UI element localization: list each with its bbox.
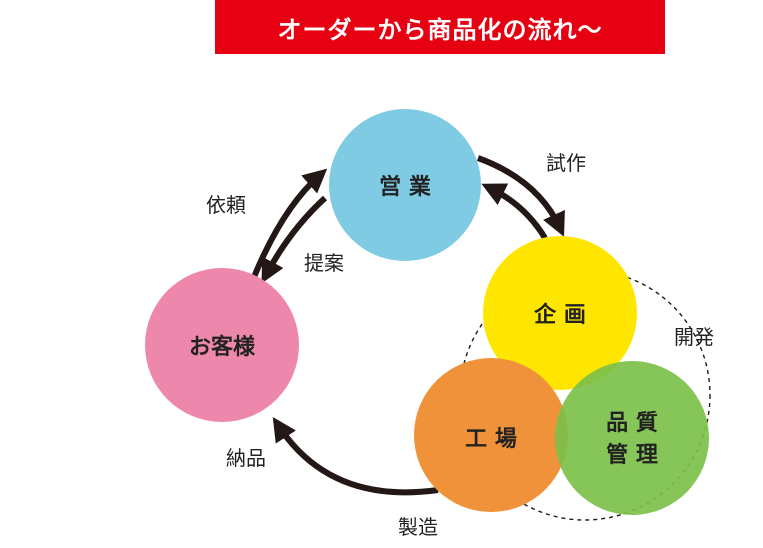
planning-label: 企 画 bbox=[533, 302, 586, 328]
delivery-label: 納品 bbox=[226, 446, 266, 470]
quality-label-line1: 品 質 bbox=[606, 411, 658, 436]
prototype-arrow bbox=[476, 155, 565, 237]
return-arrow bbox=[481, 183, 548, 240]
page-title: オーダーから商品化の流れ～ bbox=[277, 15, 603, 44]
title-banner: オーダーから商品化の流れ～ bbox=[215, 0, 665, 54]
request-arrow bbox=[247, 168, 328, 289]
factory-circle bbox=[414, 358, 568, 512]
delivery-arrow bbox=[272, 416, 439, 496]
proposal-label: 提案 bbox=[304, 251, 344, 275]
sales-circle bbox=[329, 109, 481, 261]
quality-label-line2: 管 理 bbox=[606, 442, 658, 468]
sales-label: 営 業 bbox=[379, 174, 432, 200]
customer-circle bbox=[145, 268, 299, 422]
development-label: 開発 bbox=[674, 325, 714, 349]
factory-label: 工 場 bbox=[465, 427, 517, 452]
request-label: 依頼 bbox=[206, 193, 246, 217]
manufacturing-label: 製造 bbox=[398, 515, 438, 539]
quality-circle bbox=[555, 361, 709, 515]
customer-label: お客様 bbox=[189, 334, 256, 360]
planning-circle bbox=[483, 236, 637, 390]
proposal-arrow bbox=[261, 195, 328, 284]
prototype-label: 試作 bbox=[546, 151, 586, 175]
